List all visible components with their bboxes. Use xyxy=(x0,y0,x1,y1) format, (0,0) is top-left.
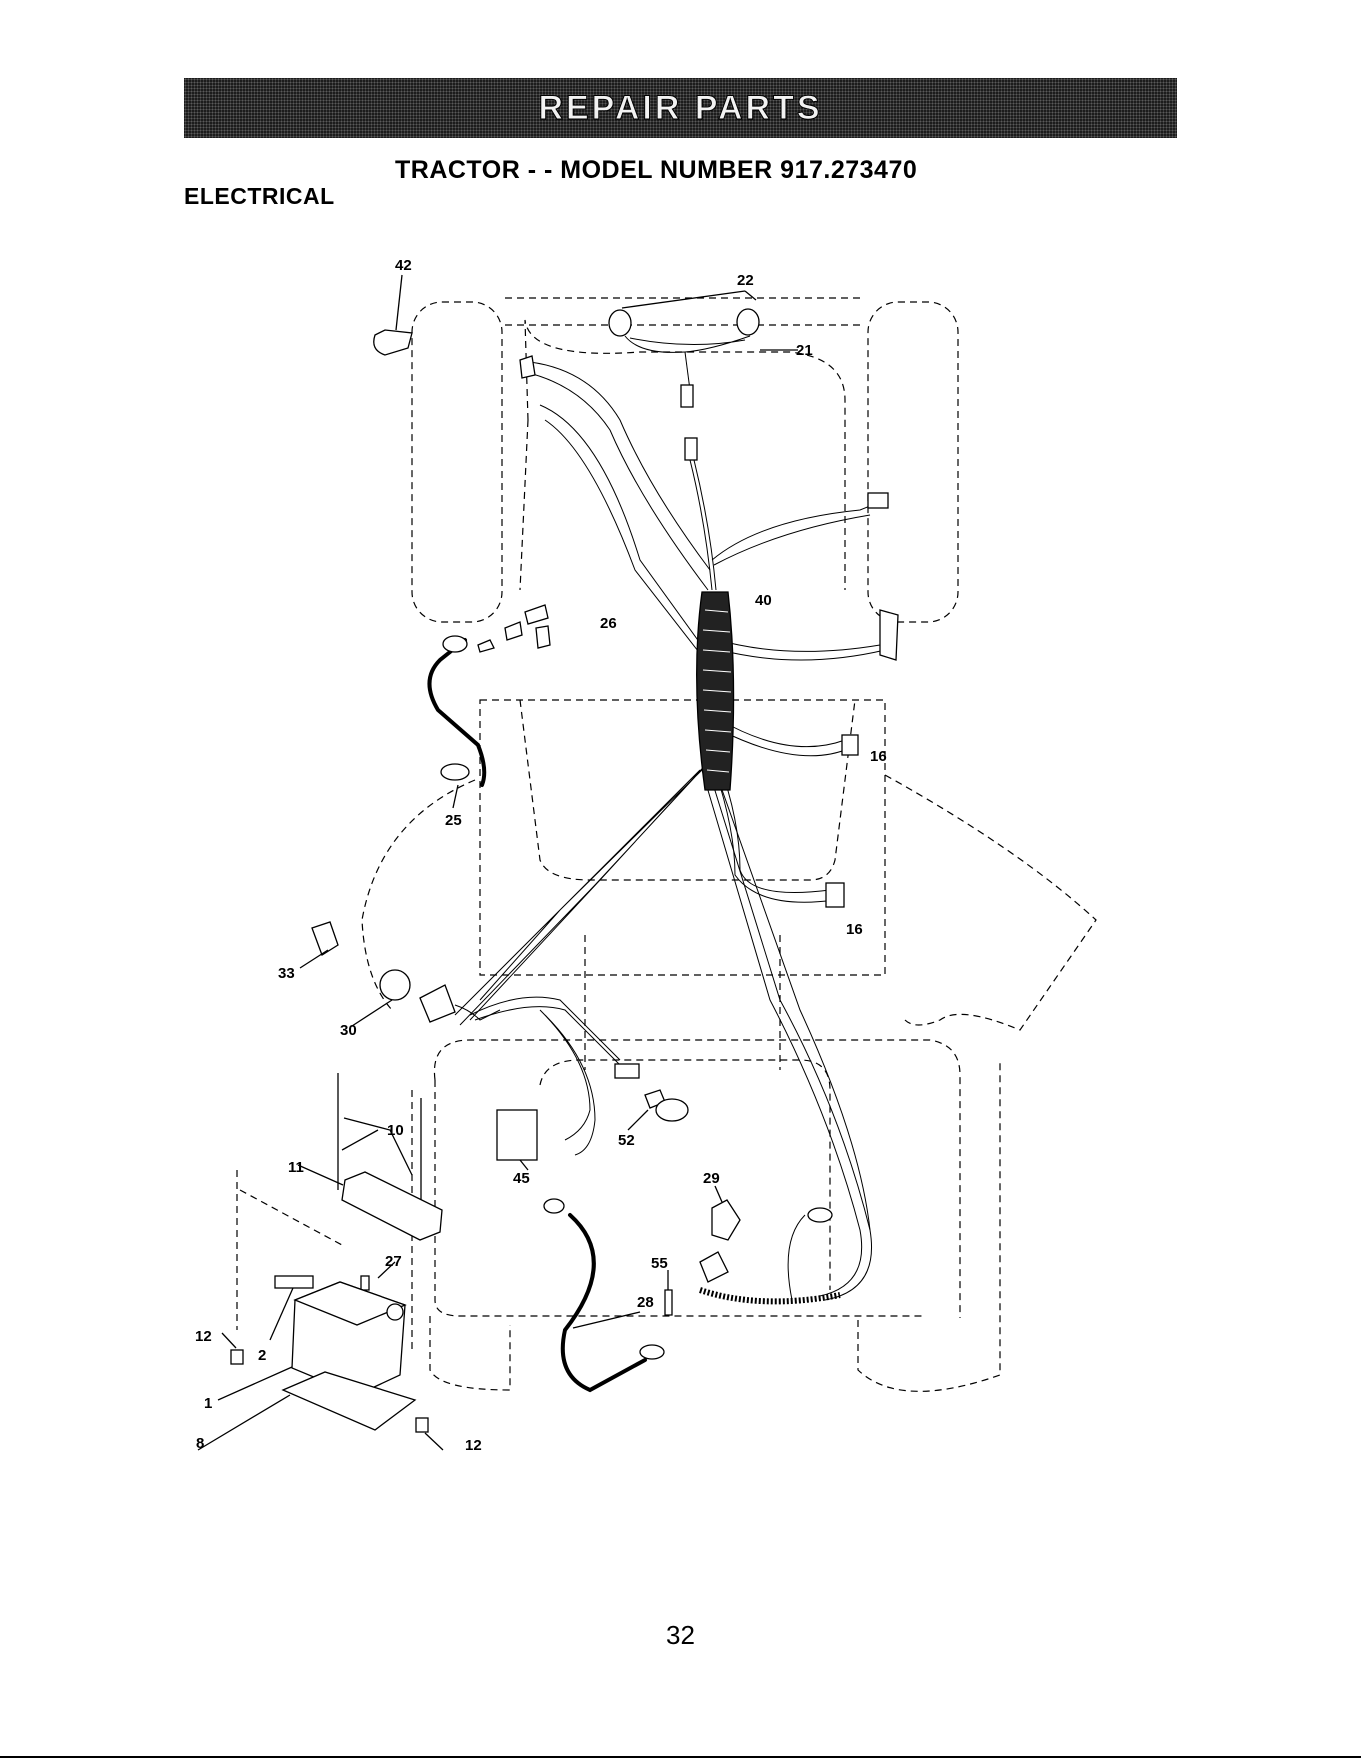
callout-42: 42 xyxy=(395,257,412,274)
callout-29: 29 xyxy=(703,1170,720,1187)
bottom-rule xyxy=(0,1756,1361,1758)
callout-30: 30 xyxy=(340,1022,357,1039)
left-parts xyxy=(300,275,550,1026)
callout-45: 45 xyxy=(513,1170,530,1187)
center-parts xyxy=(497,1090,840,1390)
callout-26: 26 xyxy=(600,615,617,632)
callout-22: 22 xyxy=(737,272,754,289)
callout-11: 11 xyxy=(288,1159,304,1176)
callout-27: 27 xyxy=(385,1253,402,1270)
tractor-outline xyxy=(237,298,1096,1391)
callout-16-lower: 16 xyxy=(846,921,863,938)
callout-21: 21 xyxy=(796,342,813,359)
callout-2: 2 xyxy=(258,1347,266,1364)
callout-8: 8 xyxy=(196,1435,204,1452)
callout-40: 40 xyxy=(755,592,772,609)
callout-12-right: 12 xyxy=(465,1437,482,1454)
callout-12-left: 12 xyxy=(195,1328,212,1345)
headlight-assembly xyxy=(609,291,798,407)
callout-55: 55 xyxy=(651,1255,668,1272)
callout-33: 33 xyxy=(278,965,295,982)
page-number: 32 xyxy=(0,1620,1361,1651)
callout-25: 25 xyxy=(445,812,462,829)
battery-group xyxy=(198,1073,443,1450)
callouts: 22 21 42 40 26 16 16 25 33 30 10 11 45 5… xyxy=(195,257,887,1454)
callout-1: 1 xyxy=(204,1395,212,1412)
callout-16-upper: 16 xyxy=(870,748,887,765)
callout-10: 10 xyxy=(387,1122,404,1139)
callout-52: 52 xyxy=(618,1132,635,1149)
callout-28: 28 xyxy=(637,1294,654,1311)
